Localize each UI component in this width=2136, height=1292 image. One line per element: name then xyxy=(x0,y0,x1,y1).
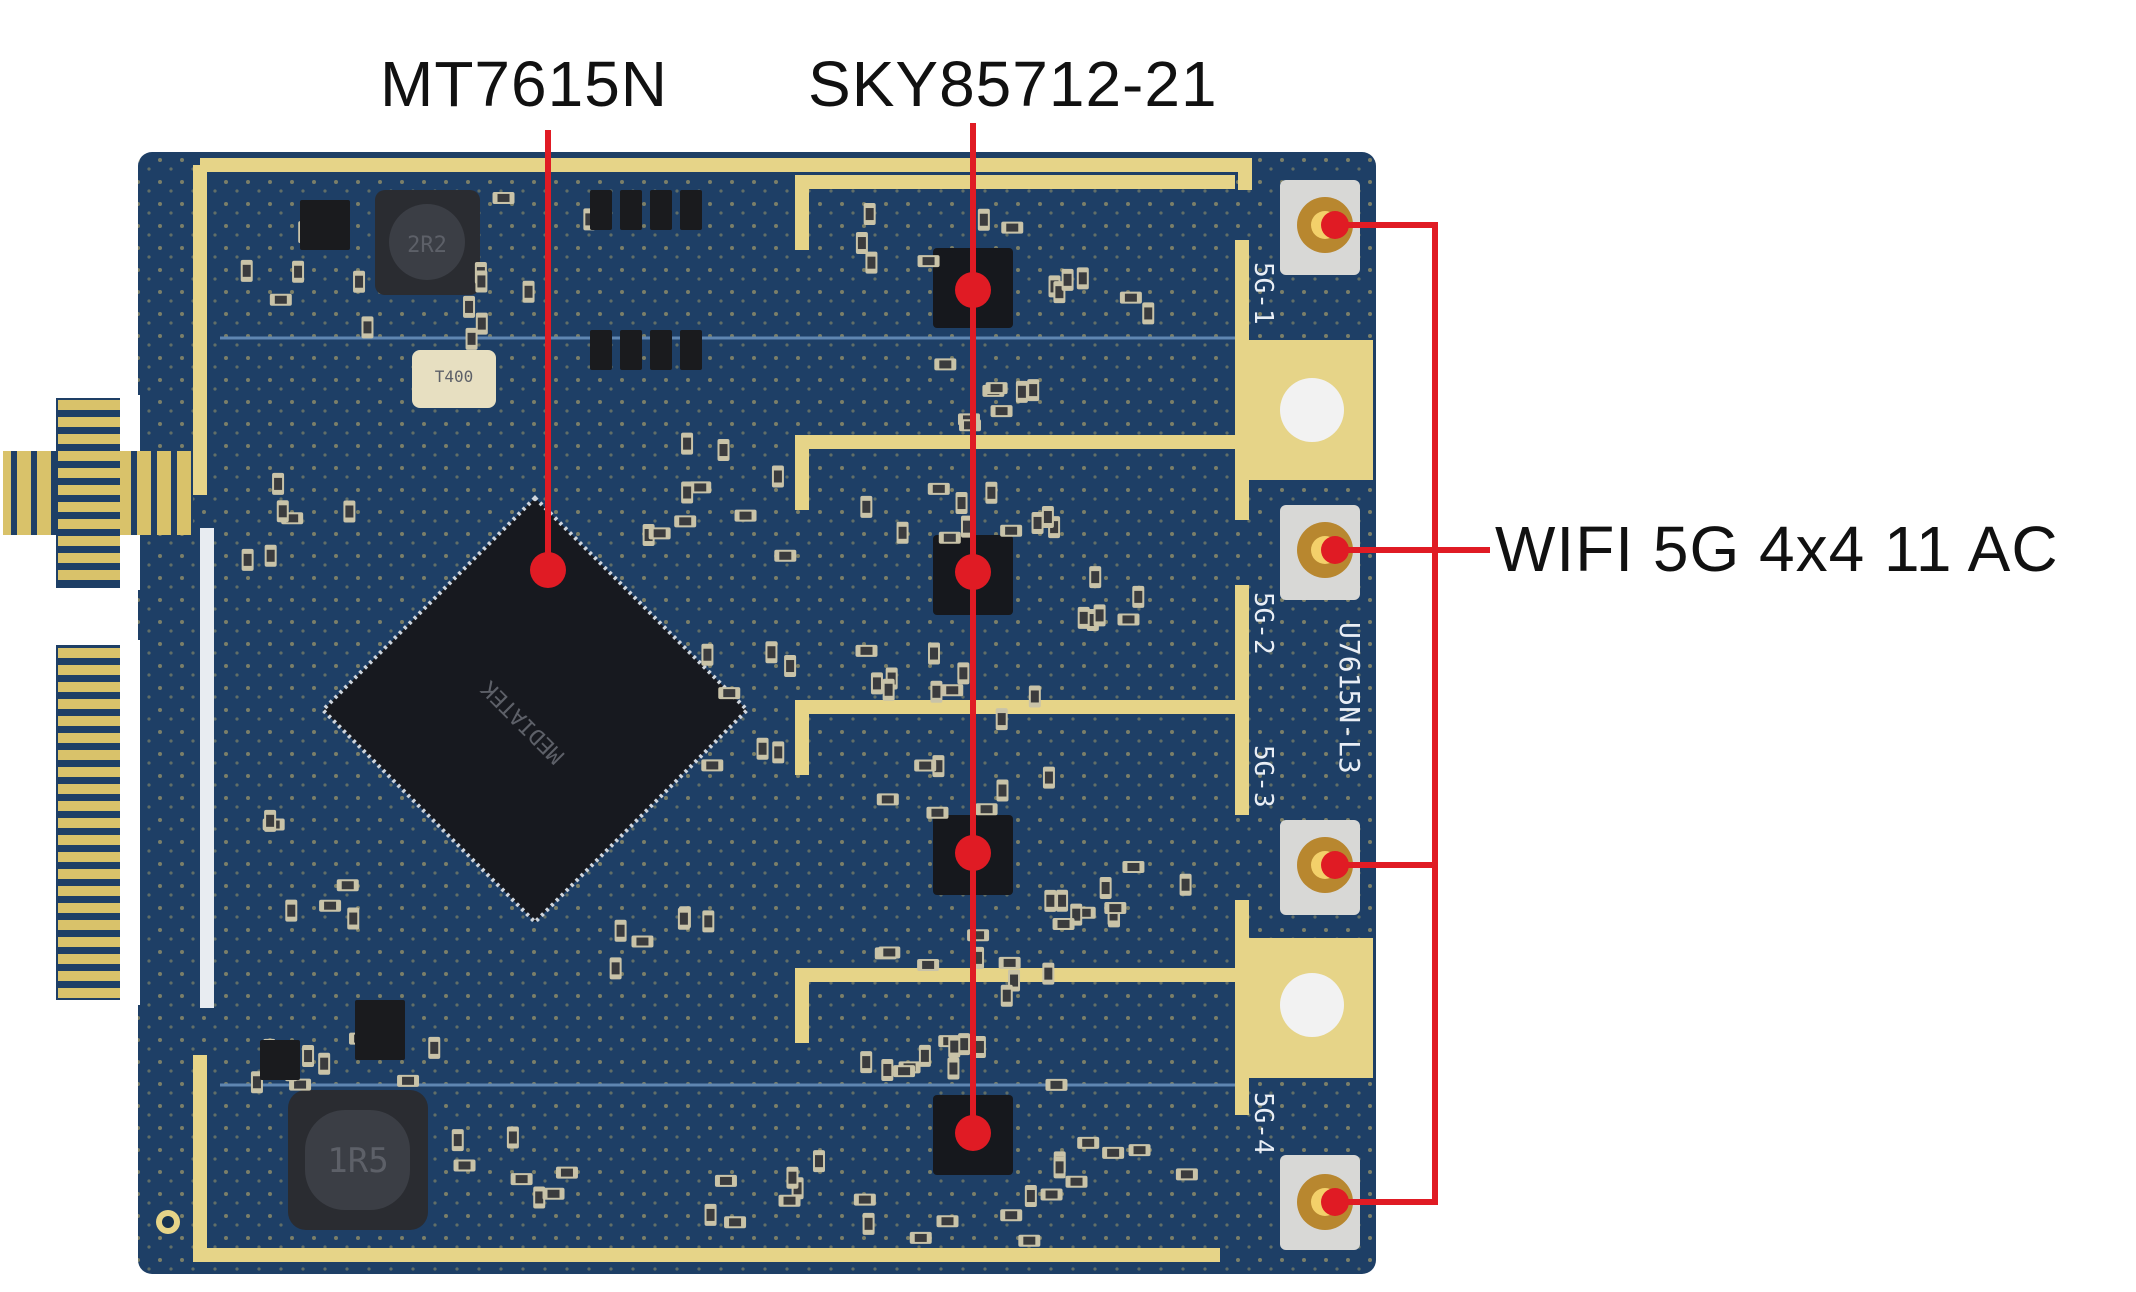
silk-5g-4: 5G-4 xyxy=(1248,1092,1278,1155)
silk-5g-3: 5G-3 xyxy=(1248,745,1278,808)
annotation-dots xyxy=(530,211,1349,1216)
rf-gold-traces xyxy=(795,175,1373,1115)
antenna-connector-2 xyxy=(1280,505,1360,600)
mounting-hole-top xyxy=(1280,378,1344,442)
label-mt7615n: MT7615N xyxy=(380,48,668,120)
inductor-top: 2R2 xyxy=(375,190,480,295)
svg-text:2R2: 2R2 xyxy=(407,233,447,258)
svg-text:T400: T400 xyxy=(435,367,474,386)
silk-5g-2: 5G-2 xyxy=(1248,592,1278,655)
mt7615n-chip: MEDIATEK xyxy=(320,495,750,925)
silk-model: U7615N-L3 xyxy=(1333,622,1366,774)
smd-components xyxy=(240,190,1198,1247)
crystal-oscillator: T400 xyxy=(412,350,496,408)
label-sky85712: SKY85712-21 xyxy=(808,48,1218,120)
label-wifi: WIFI 5G 4x4 11 AC xyxy=(1495,513,2059,585)
inductor-bottom: 1R5 xyxy=(288,1090,428,1230)
antenna-connectors xyxy=(1280,180,1360,1250)
silk-5g-1: 5G-1 xyxy=(1248,262,1278,325)
svg-text:1R5: 1R5 xyxy=(327,1141,388,1181)
mounting-hole-bottom xyxy=(1280,973,1344,1037)
pcb-board xyxy=(3,152,1376,1274)
edge-connector-fingers xyxy=(56,398,120,1000)
